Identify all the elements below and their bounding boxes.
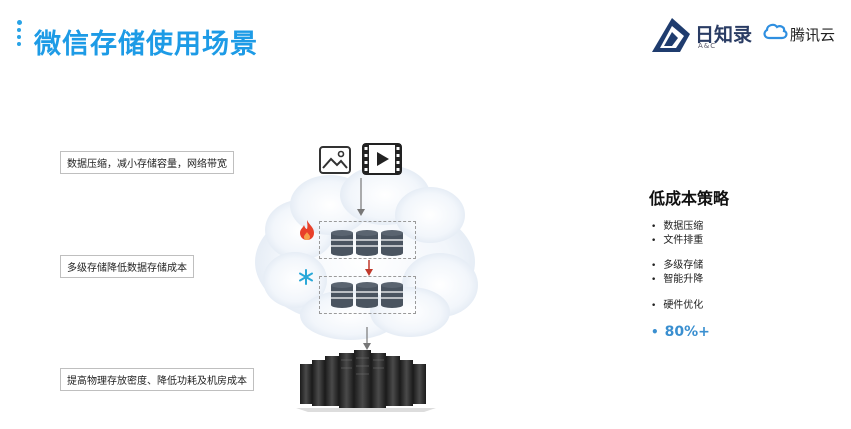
image-icon	[319, 146, 351, 174]
database-icon	[330, 229, 354, 257]
list-item: 智能升降	[651, 273, 703, 287]
strategy-title: 低成本策略	[649, 189, 730, 208]
snowflake-icon	[299, 269, 313, 285]
cold-storage-tier	[319, 276, 416, 314]
tencent-cloud-icon	[763, 23, 788, 40]
cost-saving-result: 80%+	[651, 324, 710, 340]
strategy-group-2: 多级存储 智能升降	[651, 259, 703, 287]
database-icon	[380, 229, 404, 257]
tiered-storage-label: 多级存储降低数据存储成本	[60, 255, 194, 278]
tencent-cloud-logo-text: 腾讯云	[790, 26, 836, 44]
title-decoration	[17, 20, 22, 49]
ac-logo-icon	[652, 18, 690, 52]
ac-logo-subtext: A&C	[698, 42, 717, 50]
compression-label: 数据压缩，减小存储容量，网络带宽	[60, 151, 234, 174]
list-item: 硬件优化	[651, 299, 703, 313]
list-item: 数据压缩	[651, 220, 703, 234]
video-icon	[362, 143, 402, 175]
hardware-density-label: 提高物理存放密度、降低功耗及机房成本	[60, 368, 254, 391]
strategy-group-1: 数据压缩 文件排重	[651, 220, 703, 248]
strategy-group-3: 硬件优化	[651, 299, 703, 313]
database-icon	[330, 281, 354, 309]
hot-storage-tier	[319, 221, 416, 259]
list-item: 多级存储	[651, 259, 703, 273]
page-title: 微信存储使用场景	[34, 29, 258, 60]
database-icon	[355, 229, 379, 257]
ac-logo-text: 日知录	[695, 24, 753, 46]
list-item: 文件排重	[651, 234, 703, 248]
server-rack-icon	[296, 350, 436, 412]
fire-icon	[300, 220, 314, 240]
database-icon	[380, 281, 404, 309]
database-icon	[355, 281, 379, 309]
